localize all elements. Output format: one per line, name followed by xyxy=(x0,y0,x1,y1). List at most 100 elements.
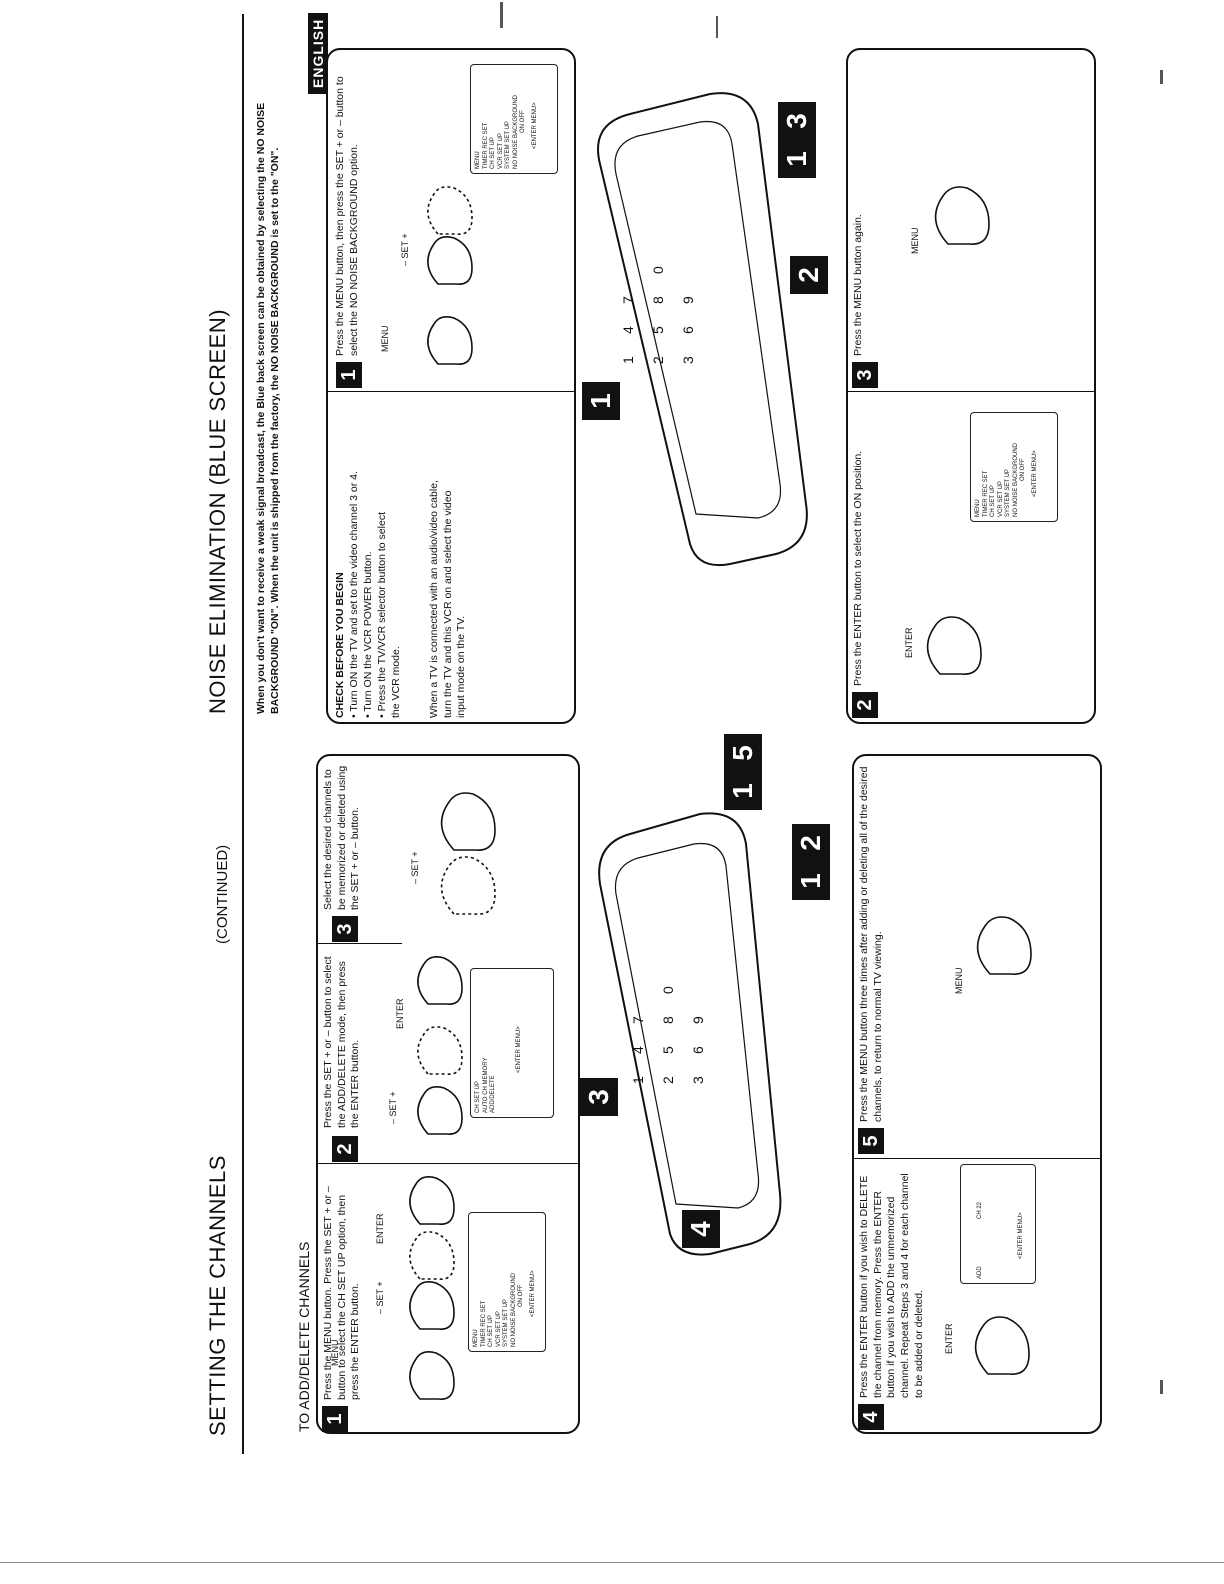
left-step1-menu-label: MENU xyxy=(330,1339,340,1367)
left-divider-1 xyxy=(318,1163,578,1164)
right-step1-screen: MENU TIMER REC SET CH SET UP VCR SET UP … xyxy=(470,64,558,174)
left-callout-3: 3 xyxy=(580,1078,618,1116)
screen-line: <ENTER MENU> xyxy=(1031,450,1038,497)
left-step3-text: Select the desired channels to be memori… xyxy=(322,765,362,910)
screen-line: <ENTER MENU> xyxy=(1018,1212,1024,1259)
left-top-rule xyxy=(242,714,244,1454)
left-step4-screen: ADD CH 22 <ENTER MENU> xyxy=(960,1164,1036,1284)
right-step1-text: Press the MENU button, then press the SE… xyxy=(334,76,360,356)
remote-key: 9 xyxy=(690,1016,706,1024)
left-continued: (CONTINUED) xyxy=(214,844,231,944)
language-tab: ENGLISH xyxy=(308,12,328,94)
remote-key: 3 xyxy=(680,356,696,364)
right-step2-badge: 2 xyxy=(852,692,878,718)
screen-line: CH SET UP xyxy=(488,1315,494,1347)
right-remote-control xyxy=(597,92,808,566)
left-step5-hand-icon xyxy=(976,916,1032,975)
right-step1-badge: 1 xyxy=(336,362,362,388)
right-step3-hand-icon xyxy=(934,186,990,245)
left-step1-text: Press the MENU button. Press the SET + o… xyxy=(322,1186,362,1400)
remote-key: 6 xyxy=(690,1046,706,1054)
screen-line: NO NOISE BACKGROUND xyxy=(510,1272,517,1347)
screen-line: CH SET UP xyxy=(475,1081,481,1113)
left-step4-enter-label: ENTER xyxy=(944,1323,954,1354)
right-divider-1 xyxy=(328,391,574,392)
left-callout-1a: 1 xyxy=(792,862,830,900)
left-step4-text: Press the ENTER button if you wish to DE… xyxy=(858,1173,925,1398)
check-item-3: • Press the TV/VCR selector button to se… xyxy=(376,512,402,718)
left-step4-badge: 4 xyxy=(858,1404,884,1430)
check-item-2: • Turn ON the VCR POWER button. xyxy=(362,551,374,718)
left-step4-hand-icon xyxy=(974,1316,1030,1375)
screen-line: <ENTER MENU> xyxy=(515,1026,522,1073)
remote-key: 7 xyxy=(630,1016,646,1024)
check-heading: CHECK BEFORE YOU BEGIN xyxy=(334,572,346,718)
screen-line: NO NOISE BACKGROUND xyxy=(1012,442,1019,517)
remote-key: 8 xyxy=(650,296,666,304)
left-callout-5: 5 xyxy=(724,734,762,772)
screen-line: ON OFF xyxy=(1020,458,1026,481)
check-note: When a TV is connected with an audio/vid… xyxy=(428,480,468,718)
screen-line: MENU xyxy=(975,499,981,517)
left-step5-text: Press the MENU button three times after … xyxy=(858,766,884,1122)
left-callout-1b: 1 xyxy=(724,772,762,810)
right-remote-keypad: 1 2 3 4 5 6 7 8 9 0 xyxy=(610,154,720,374)
screen-line: ADD/DELETE xyxy=(490,1075,496,1113)
screen-line: ON OFF xyxy=(520,110,526,133)
remote-key: 4 xyxy=(620,326,636,334)
left-callout-2: 2 xyxy=(792,824,830,862)
screen-line: ON OFF xyxy=(518,1284,524,1307)
left-divider-3 xyxy=(854,1158,1100,1159)
left-step1-hand-icon xyxy=(409,1176,455,1400)
left-subheading: TO ADD/DELETE CHANNELS xyxy=(296,1241,312,1432)
remote-key: 8 xyxy=(660,1016,676,1024)
screen-line: CH 22 xyxy=(976,1201,983,1219)
left-step2-screen: CH SET UP AUTO CH MEMORY ADD/DELETE <ENT… xyxy=(470,968,554,1118)
left-divider-2 xyxy=(318,943,402,944)
scan-mark xyxy=(1160,70,1163,84)
left-step1-screen: MENU TIMER REC SET CH SET UP VCR SET UP … xyxy=(468,1212,546,1352)
right-callout-2: 2 xyxy=(790,256,828,294)
right-step1-set-label: – SET + xyxy=(400,233,410,266)
right-step3-badge: 3 xyxy=(852,362,878,388)
left-remote-keypad: 1 2 3 4 5 6 7 8 9 0 xyxy=(620,874,730,1094)
screen-line: VCR SET UP xyxy=(495,1311,502,1347)
left-step5-badge: 5 xyxy=(858,1128,884,1154)
left-remote-control xyxy=(598,812,782,1256)
remote-key: 6 xyxy=(680,326,696,334)
remote-key: 1 xyxy=(620,356,636,364)
right-step2-hand-icon xyxy=(926,616,982,675)
right-callout-1b: 1 xyxy=(778,140,816,178)
screen-line: TIMER REC SET xyxy=(480,1300,487,1347)
right-step3-text: Press the MENU button again. xyxy=(852,214,864,356)
screen-line: TIMER REC SET xyxy=(982,470,989,517)
right-title: NOISE ELIMINATION (BLUE SCREEN) xyxy=(205,308,230,714)
left-step1-enter-label: ENTER xyxy=(375,1213,385,1244)
remote-key: 9 xyxy=(680,296,696,304)
bottom-scan-line xyxy=(0,1562,1224,1563)
left-step2-badge: 2 xyxy=(332,1136,358,1162)
right-divider-2 xyxy=(848,391,1094,392)
left-step2-hand-icon xyxy=(417,956,463,1135)
remote-key: 7 xyxy=(620,296,636,304)
remote-key: 1 xyxy=(630,1076,646,1084)
remote-key: 4 xyxy=(630,1046,646,1054)
remote-key: 2 xyxy=(650,356,666,364)
screen-line: SYSTEM SET UP xyxy=(1005,469,1011,517)
left-step3-hand-icon xyxy=(440,792,496,915)
right-step1-menu-label: MENU xyxy=(380,325,390,353)
screen-line: AUTO CH MEMORY xyxy=(482,1057,489,1113)
screen-line: <ENTER MENU> xyxy=(531,102,538,149)
left-callout-4: 4 xyxy=(682,1210,720,1248)
left-step1-badge: 1 xyxy=(322,1406,348,1432)
screen-line: MENU xyxy=(475,151,481,169)
remote-key: 5 xyxy=(660,1046,676,1054)
screen-line: VCR SET UP xyxy=(497,133,504,169)
screen-line: VCR SET UP xyxy=(997,481,1004,517)
scan-mark xyxy=(716,16,718,38)
right-step1-hand-icon xyxy=(427,186,473,365)
remote-key: 3 xyxy=(690,1076,706,1084)
remote-key: 0 xyxy=(650,266,666,274)
remote-key: 5 xyxy=(650,326,666,334)
